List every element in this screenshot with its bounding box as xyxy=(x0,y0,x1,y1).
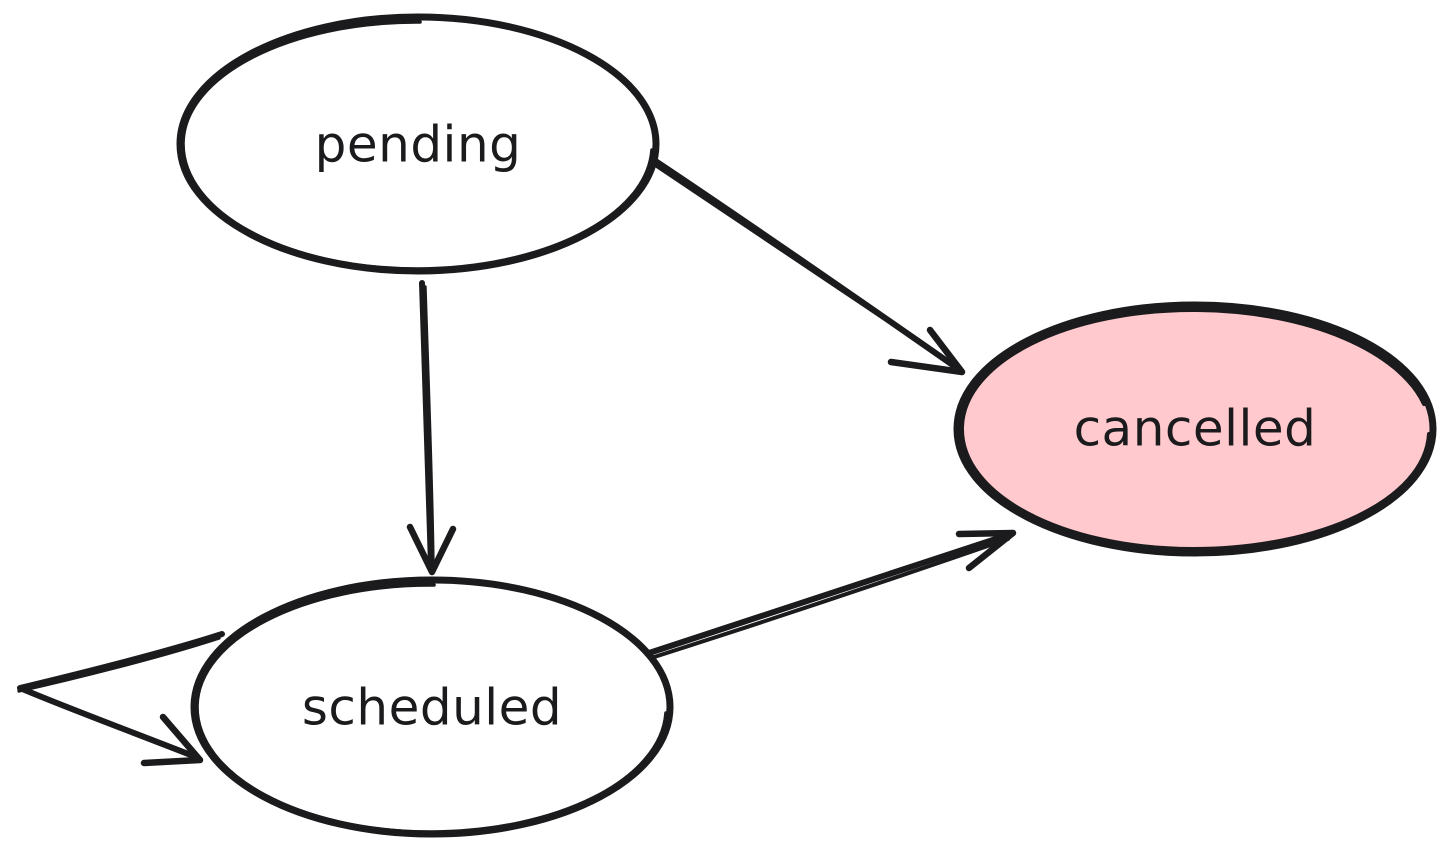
node-cancelled-outline-b xyxy=(959,307,1431,551)
node-scheduled[interactable]: scheduled xyxy=(190,576,674,838)
node-pending-label: pending xyxy=(315,116,522,174)
node-cancelled-label: cancelled xyxy=(1074,400,1317,458)
edge-pending-to-cancelled-line-b xyxy=(654,163,958,369)
node-scheduled-outline-b xyxy=(195,583,668,834)
edge-scheduled-to-cancelled-line-b xyxy=(646,537,1010,661)
node-pending-outline-b xyxy=(181,20,654,271)
node-cancelled-outline-a xyxy=(953,301,1437,557)
edge-scheduled-self-loop-line-b xyxy=(17,636,221,693)
edge-scheduled-self-loop-line-a xyxy=(17,631,225,760)
edge-scheduled-to-cancelled-arrowhead xyxy=(955,529,1017,572)
edge-pending-to-cancelled[interactable] xyxy=(651,157,966,376)
node-scheduled-outline-a xyxy=(190,576,674,838)
node-cancelled-fill xyxy=(957,305,1433,553)
node-cancelled[interactable]: cancelled xyxy=(953,301,1437,557)
edge-pending-to-scheduled[interactable] xyxy=(406,280,457,576)
edge-scheduled-to-cancelled-line-a xyxy=(643,532,1011,657)
node-pending[interactable]: pending xyxy=(176,13,660,275)
node-scheduled-label: scheduled xyxy=(302,679,562,737)
edge-scheduled-self-loop-arrowhead xyxy=(140,713,204,767)
edge-pending-to-scheduled-arrowhead xyxy=(406,523,457,576)
node-pending-outline-a xyxy=(176,13,660,275)
edge-pending-to-scheduled-line-b xyxy=(423,285,435,568)
node-scheduled-fill xyxy=(194,580,670,834)
edge-scheduled-to-cancelled[interactable] xyxy=(643,529,1017,661)
edge-scheduled-self-loop[interactable] xyxy=(17,631,225,767)
edge-pending-to-cancelled-arrowhead xyxy=(887,326,966,376)
edge-pending-to-scheduled-line-a xyxy=(419,280,434,569)
node-pending-fill xyxy=(180,17,656,271)
